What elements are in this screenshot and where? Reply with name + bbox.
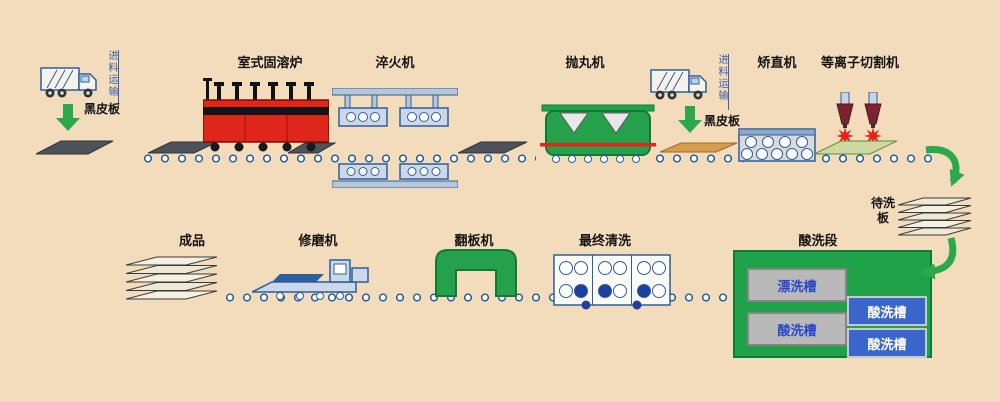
acid-tank-3-label: 酸洗槽 <box>867 336 907 352</box>
raw-plate-icon <box>660 141 738 154</box>
roller-conveyor <box>222 292 738 303</box>
down-arrow-icon <box>56 104 80 132</box>
raw-plate-icon <box>36 138 114 156</box>
turnover-label: 翻板机 <box>454 233 494 248</box>
roller-conveyor <box>818 153 938 164</box>
pickling-section-box: 漂洗槽 酸洗槽 酸洗槽 酸洗槽 <box>733 250 932 358</box>
cut-plate-icon <box>814 138 898 156</box>
waiting-plates-label: 待洗板 <box>870 196 895 225</box>
grinder-icon <box>252 252 374 300</box>
plasma-cutter-label: 等离子切割机 <box>820 55 899 70</box>
product-label: 成品 <box>178 233 205 248</box>
acid-tank-1-label: 酸洗槽 <box>867 304 907 320</box>
final-cleaning-label: 最终清洗 <box>578 233 631 248</box>
feed-transport-label: 进料运输 <box>716 54 729 110</box>
plate-stack-icon <box>898 190 972 236</box>
truck-icon <box>650 64 712 106</box>
shot-blast-machine-icon <box>540 103 656 163</box>
turnover-machine-icon <box>430 246 522 298</box>
grinder-label: 修磨机 <box>298 233 338 248</box>
acid-tank-2: 酸洗槽 <box>747 312 847 346</box>
solution-furnace-icon <box>203 78 329 153</box>
acid-tank-1: 酸洗槽 <box>847 296 927 326</box>
black-plate-label: 黑皮板 <box>84 102 121 116</box>
pickling-label: 酸洗段 <box>798 233 838 248</box>
truck-icon <box>40 62 102 104</box>
quench-machine-icon <box>332 88 458 188</box>
acid-tank-3: 酸洗槽 <box>847 328 927 358</box>
black-plate-label: 黑皮板 <box>704 114 741 128</box>
feed-transport-label: 进料运输 <box>106 50 119 106</box>
product-stack-icon <box>126 252 218 300</box>
straightener-label: 矫直机 <box>757 55 797 70</box>
roller-conveyor <box>652 153 744 164</box>
plate-icon <box>458 139 528 155</box>
acid-tank-2-label: 酸洗槽 <box>777 322 817 338</box>
final-cleaning-machine-icon <box>553 254 671 312</box>
shot-blast-label: 抛丸机 <box>565 55 605 70</box>
straightener-icon <box>738 126 816 164</box>
rinse-tank-label: 漂洗槽 <box>777 278 817 294</box>
rinse-tank: 漂洗槽 <box>747 268 847 302</box>
furnace-label: 室式固溶炉 <box>237 55 303 70</box>
down-arrow-icon <box>678 106 702 134</box>
roller-conveyor <box>140 153 536 164</box>
quench-label: 淬火机 <box>375 55 415 70</box>
